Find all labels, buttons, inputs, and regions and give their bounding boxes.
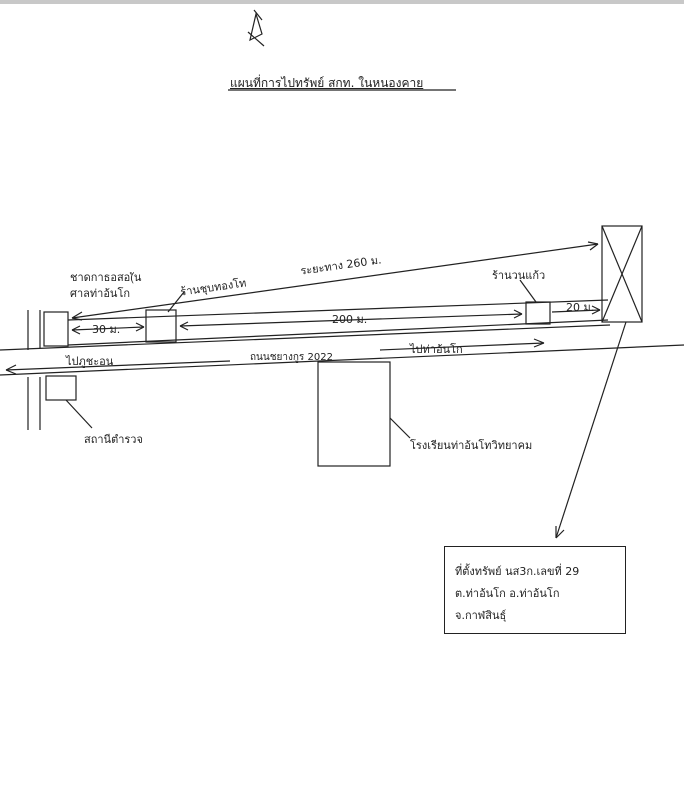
school-leader (389, 417, 411, 439)
office-label-bottom: ศาลท่าอ้นโก (70, 287, 131, 300)
dim-20-label: 20 ม. (566, 301, 595, 314)
main-road-bottom-edge (0, 344, 684, 376)
dim-200 (179, 313, 523, 327)
viewer-top-bar (0, 0, 684, 4)
office-building (43, 311, 69, 347)
shop2-building (525, 301, 551, 325)
info-line-3: จ.กาฬสินธุ์ (455, 609, 507, 622)
to-right-label: ไปท่าอ้นโก (410, 343, 463, 356)
dim-30 (71, 326, 145, 331)
north-arrow-icon (247, 9, 265, 47)
frontage-line-2 (67, 319, 609, 346)
police-building (45, 375, 77, 401)
police-leader (65, 399, 93, 429)
property-parcel (601, 225, 643, 323)
school-building (317, 361, 391, 467)
to-left-label: ไปภูชะอน (66, 355, 114, 368)
info-line-2: ต.ท่าอ้นโก อ.ท่าอ้นโก (455, 587, 560, 600)
dim-20 (551, 309, 601, 313)
frontage-line (67, 299, 609, 321)
police-label: สถานีตำรวจ (84, 433, 143, 446)
arrow-right (379, 342, 545, 351)
road-name-label: ถนนชยางกูร 2022 (250, 352, 333, 363)
arrow-left (5, 360, 231, 371)
distance-arrow-long (71, 243, 599, 319)
dim-200-label: 200 ม. (332, 313, 368, 326)
shop2-leader (519, 279, 537, 303)
property-leader (555, 321, 627, 539)
dim-30-label: 30 ม. (92, 323, 121, 336)
shop2-label: ร้านวนแก้ว (492, 269, 546, 282)
property-info-box: ที่ตั้งทรัพย์ นส3ก.เลขที่ 29 ต.ท่าอ้นโก … (444, 546, 626, 634)
page-title: แผนที่การไปทรัพย์ สกท. ในหนองคาย (230, 76, 424, 90)
office-label-top: ชาดกาธอสอ(ัน (70, 271, 142, 284)
shop1-leader (167, 291, 185, 313)
school-label: โรงเรียนท่าอ้นโทวิทยาคม (410, 439, 533, 452)
shop1-building (145, 309, 177, 343)
main-road-top-edge (0, 324, 611, 351)
info-line-1: ที่ตั้งทรัพย์ นส3ก.เลขที่ 29 (455, 565, 580, 578)
